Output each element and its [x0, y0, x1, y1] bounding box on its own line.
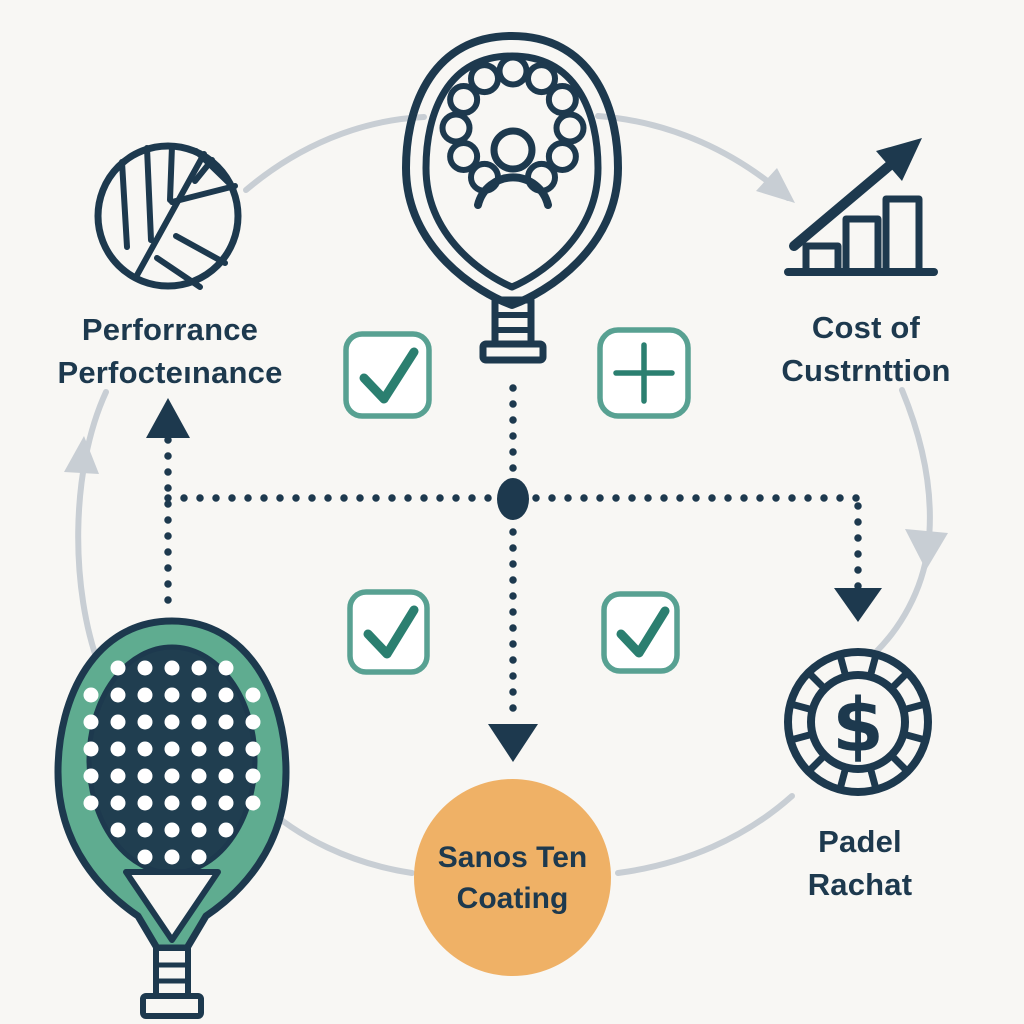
performance-label: Perforrance Perfocteınance — [0, 308, 340, 394]
arc-top-right — [595, 113, 791, 201]
dollar-coin-icon: $ — [784, 648, 932, 796]
volleyball-icon — [94, 142, 242, 290]
chart-bar-tall — [882, 195, 923, 276]
coating-node: Sanos Ten Coating — [414, 779, 611, 976]
checkmark-icon — [616, 606, 670, 658]
padel-racket-outline-icon — [402, 32, 622, 364]
cost-label-line1: Cost of — [811, 310, 921, 345]
coating-label-line1: Sanos Ten — [437, 840, 588, 874]
dotted-arrow-down-icon — [488, 724, 538, 762]
chart-bar-small — [802, 242, 842, 276]
racket-butt-cap — [140, 993, 204, 1019]
plus-icon — [613, 342, 675, 404]
coating-label-line2: Coating — [456, 881, 569, 915]
plus-box-icon — [597, 327, 691, 419]
checkmark-icon — [359, 347, 419, 404]
dotted-cross-lines — [146, 384, 882, 762]
coin-spokes — [786, 650, 930, 794]
dotted-arrow-up-icon — [146, 398, 190, 438]
gray-arrowhead-right-icon — [756, 168, 795, 203]
chart-arrow-shaft — [789, 161, 894, 251]
dotted-arrow-down-right-icon — [834, 588, 882, 622]
racket-face-dots — [83, 660, 261, 865]
checkbox-icon-2 — [347, 589, 430, 675]
racket-grip-lines — [153, 962, 191, 984]
arc-bottom-right — [615, 793, 795, 876]
player-head-icon — [490, 127, 536, 173]
dollar-symbol: $ — [832, 683, 884, 769]
growth-chart-icon — [784, 138, 938, 276]
performance-label-line2: Perfocteınance — [57, 355, 283, 390]
cost-label-line2: Custrnttion — [781, 353, 951, 388]
padel-racket-green-icon — [54, 617, 290, 1019]
racket-face — [86, 644, 258, 876]
checkmark-icon — [363, 605, 419, 659]
player-shoulders-icon — [474, 173, 552, 209]
center-dot — [497, 478, 529, 520]
padel-rachat-label-line2: Rachat — [807, 867, 913, 902]
gray-arrowhead-up-icon — [64, 436, 99, 474]
performance-label-line1: Perforrance — [81, 312, 259, 347]
checkbox-icon-3 — [601, 591, 680, 674]
chart-arrowhead-icon — [876, 138, 922, 181]
chart-bar-mid — [842, 215, 882, 276]
racket-handle — [153, 945, 191, 1001]
racket-throat — [123, 869, 221, 943]
gray-arrowhead-down-icon — [905, 529, 948, 570]
padel-rachat-label: Padel Rachat — [748, 820, 972, 906]
arc-left — [75, 389, 109, 671]
arc-right — [873, 387, 933, 655]
checkbox-icon-1 — [343, 331, 432, 419]
arc-top-left — [243, 114, 427, 193]
racket-holes-ring — [439, 54, 587, 194]
cost-label: Cost of Custrnttion — [720, 306, 1012, 392]
padel-rachat-label-line1: Padel — [818, 824, 902, 859]
